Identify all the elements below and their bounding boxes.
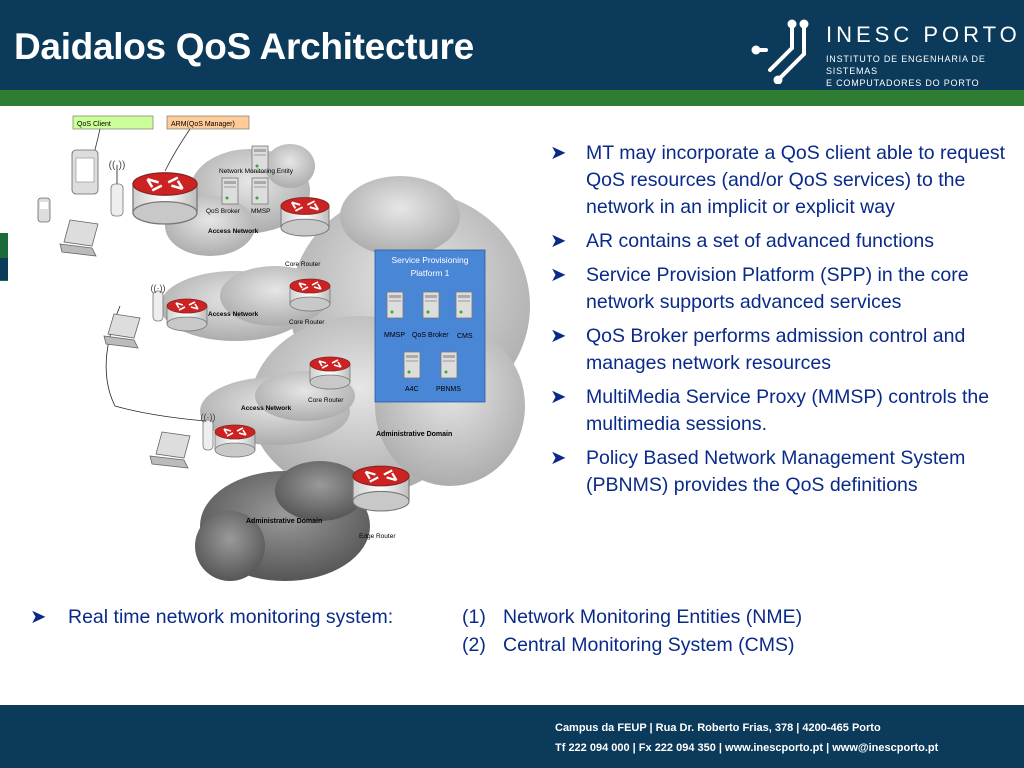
arm-box xyxy=(166,115,250,130)
server-icon xyxy=(403,351,421,379)
spp-box xyxy=(374,249,486,403)
router-icon xyxy=(166,298,208,332)
monitoring-item: (2)Central Monitoring System (CMS) xyxy=(462,634,795,656)
org-subtitle-line2: E COMPUTADORES DO PORTO xyxy=(826,78,980,88)
monitoring-item: (1)Network Monitoring Entities (NME) xyxy=(462,606,803,628)
bullet-arrow-icon: ➤ xyxy=(550,325,567,347)
access-network-label-2: Access Network xyxy=(208,311,259,318)
nme-label: Network Monitoring Entity xyxy=(219,168,294,175)
access-network-label-3: Access Network xyxy=(241,405,292,412)
bullet-item: ➤MultiMedia Service Proxy (MMSP) control… xyxy=(550,386,990,435)
server-icon xyxy=(440,351,458,379)
inesc-logo-icon xyxy=(751,19,809,84)
spp-mmsp-label: MMSP xyxy=(384,332,405,339)
spp-qos-broker-label: QoS Broker xyxy=(412,332,449,339)
header-bar: Daidalos QoS Architecture INESC PORTO IN… xyxy=(0,0,1024,90)
router-icon xyxy=(289,278,331,312)
org-subtitle-line1: INSTITUTO DE ENGENHARIA DE SISTEMAS xyxy=(826,54,986,76)
phone-icon xyxy=(37,197,51,223)
qos-broker-server-icon xyxy=(221,177,239,205)
server-icon xyxy=(422,291,440,319)
org-name: INESC PORTO xyxy=(826,22,1021,47)
bullet-item: ➤MT may incorporate a QoS client able to… xyxy=(550,142,1006,218)
mmsp-label: MMSP xyxy=(251,208,271,215)
bullet-item: ➤AR contains a set of advanced functions xyxy=(550,228,1010,255)
laptop-icon xyxy=(103,313,141,349)
edge-router-icon xyxy=(351,465,411,513)
router-icon xyxy=(309,356,351,390)
bullet-arrow-icon: ➤ xyxy=(30,606,47,628)
spp-cms-label: CMS xyxy=(457,333,473,340)
bullet-arrow-icon: ➤ xyxy=(550,386,567,408)
server-icon xyxy=(386,291,404,319)
bullet-arrow-icon: ➤ xyxy=(550,264,567,286)
access-network-label-1: Access Network xyxy=(208,228,259,235)
laptop-icon xyxy=(59,219,99,257)
lab-bar: LABORATORIO ASSOCIADO xyxy=(0,90,1024,193)
admin-domain-dark-cloud xyxy=(195,461,370,581)
admin-domain-label-2: Administrative Domain xyxy=(246,518,322,525)
monitoring-items: (1)Network Monitoring Entities (NME) (2)… xyxy=(462,603,802,659)
core-router-label-3: Core Router xyxy=(308,397,344,404)
bullet-item: ➤QoS Broker performs admission control a… xyxy=(550,325,966,374)
bullet-arrow-icon: ➤ xyxy=(550,447,567,469)
server-icon xyxy=(455,291,473,319)
org-subtitle: INSTITUTO DE ENGENHARIA DE SISTEMAS E CO… xyxy=(826,53,1024,89)
router-icon xyxy=(214,424,256,458)
left-accent-dark xyxy=(0,258,8,280)
core-router-label-1: Core Router xyxy=(285,261,321,268)
antenna-icon: ((·)) xyxy=(151,283,166,293)
laptop-icon xyxy=(149,431,191,469)
bullet-item: ➤Service Provision Platform (SPP) in the… xyxy=(550,264,969,313)
footer-address: Campus da FEUP | Rua Dr. Roberto Frias, … xyxy=(555,722,881,734)
spp-a4c-label: A4C xyxy=(405,386,419,393)
antenna-icon: ((·)) xyxy=(109,160,126,171)
spp-pbnms-label: PBNMS xyxy=(436,386,461,393)
core-router-label-2: Core Router xyxy=(289,319,325,326)
bullet-list: ➤MT may incorporate a QoS client able to… xyxy=(550,140,1010,506)
access-point-icon xyxy=(110,183,124,217)
lab-label: LABORATORIO ASSOCIADO xyxy=(810,182,970,193)
architecture-diagram: QoS Client ARM(QoS Manager) Administrati… xyxy=(37,115,530,581)
access-point-icon xyxy=(152,290,164,322)
footer-contact: Tf 222 094 000 | Fx 222 094 350 | www.in… xyxy=(555,742,939,754)
qos-broker-label: QoS Broker xyxy=(206,208,241,215)
spp-title-line1: Service Provisioning xyxy=(391,255,468,265)
bullet-arrow-icon: ➤ xyxy=(550,230,567,252)
qos-client-label: QoS Client xyxy=(77,121,111,128)
edge-router-label: Edge Router xyxy=(359,533,396,540)
mmsp-server-icon xyxy=(251,177,269,205)
router-icon xyxy=(131,171,199,226)
access-point-icon xyxy=(202,419,214,451)
page-title: Daidalos QoS Architecture xyxy=(14,26,474,67)
left-accent xyxy=(0,233,8,281)
admin-domain-label: Administrative Domain xyxy=(376,431,452,438)
bullet-arrow-icon: ➤ xyxy=(550,142,567,164)
bullet-item: ➤Policy Based Network Management System … xyxy=(550,447,966,496)
pda-icon xyxy=(71,149,99,195)
qos-client-box xyxy=(72,115,154,130)
footer-bar xyxy=(0,705,1024,768)
arm-label: ARM(QoS Manager) xyxy=(171,121,235,128)
router-icon xyxy=(280,196,330,237)
spp-title-line2: Platform 1 xyxy=(411,268,450,278)
antenna-icon: ((·)) xyxy=(201,412,216,422)
access-network-cloud-1 xyxy=(165,144,315,256)
monitoring-label: Real time network monitoring system: xyxy=(68,606,394,628)
